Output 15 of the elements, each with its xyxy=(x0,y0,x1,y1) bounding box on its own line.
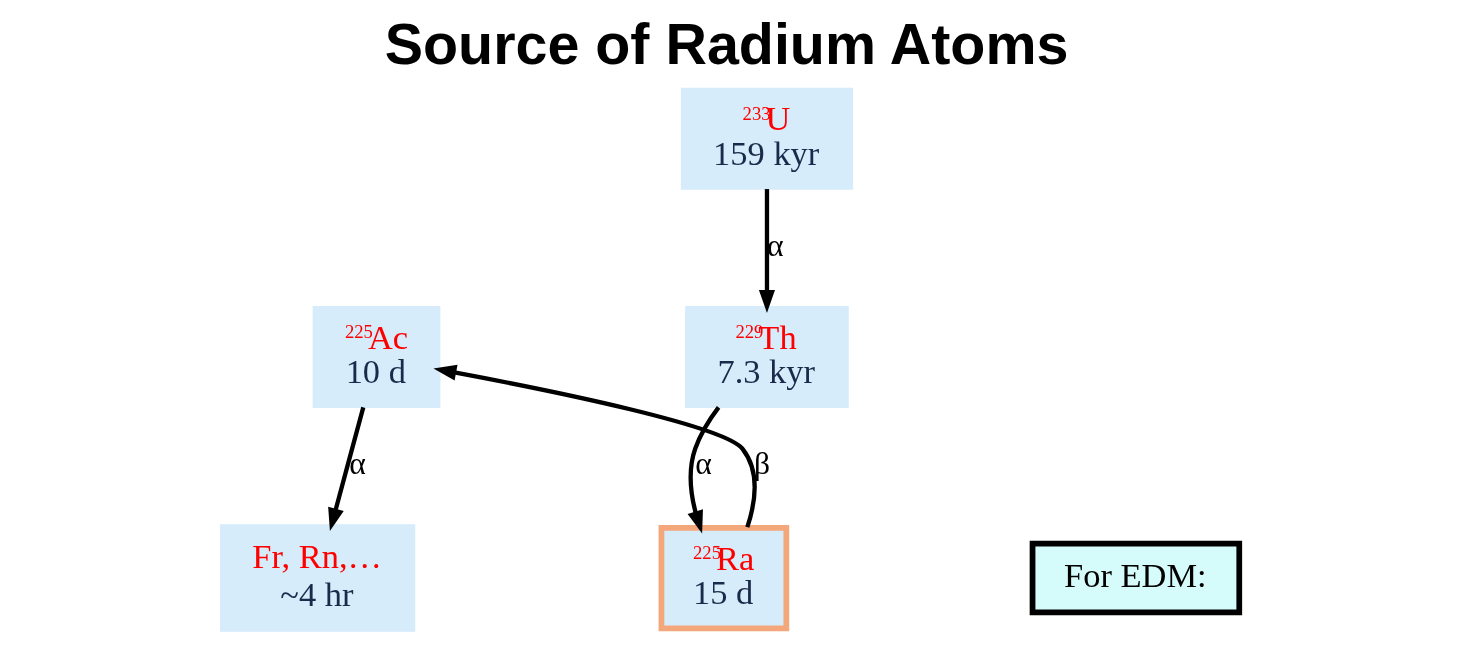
edge-label: β xyxy=(754,446,771,482)
diagram-title: Source of Radium Atoms xyxy=(384,12,1069,77)
arrow xyxy=(687,406,721,534)
arrow xyxy=(758,189,776,313)
edge-label: α xyxy=(349,446,366,482)
node-box: Fr, Rn,… ~4 hr xyxy=(220,524,416,632)
edge-label: α xyxy=(766,227,784,263)
node-box: $^{225}$Ra 15 d xyxy=(658,524,790,632)
arrow xyxy=(433,364,757,528)
arrow xyxy=(328,406,366,532)
node-box: $^{233}$U 159 kyr xyxy=(680,87,854,190)
edge-label: α xyxy=(695,446,712,482)
node-box: $^{229}$Th 7.3 kyr xyxy=(685,306,849,408)
node-box: For EDM: xyxy=(1029,540,1243,616)
node-box: $^{225}$Ac 10 d xyxy=(312,306,441,408)
